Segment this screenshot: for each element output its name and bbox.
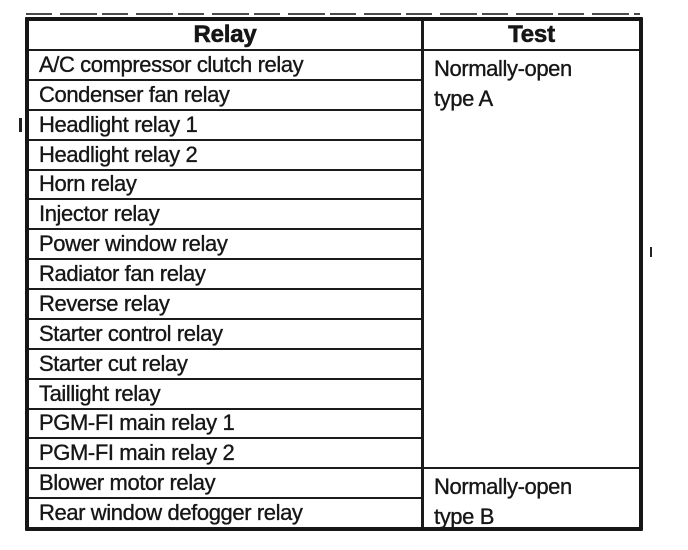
table-row-relay: PGM-FI main relay 2 <box>29 437 421 467</box>
table-row-relay: Taillight relay <box>29 377 421 408</box>
table-row-relay: Radiator fan relay <box>29 258 421 288</box>
table-row-relay: Blower motor relay <box>29 467 421 497</box>
test-type-a-line1: Normally-open <box>434 56 573 81</box>
table-row-relay: Starter cut relay <box>29 347 421 378</box>
column-header-test: Test <box>421 21 639 49</box>
table-row-relay: Injector relay <box>29 198 421 228</box>
scan-artifact <box>19 118 22 132</box>
table-row-relay: Reverse relay <box>29 288 421 318</box>
table-cell-test-type-a: Normally-open type A <box>421 49 639 468</box>
table-row-relay: Headlight relay 2 <box>29 138 421 169</box>
table-row-relay: Condenser fan relay <box>29 78 421 109</box>
relay-test-table: Relay Test A/C compressor clutch relay C… <box>25 17 643 531</box>
table-row-relay: PGM-FI main relay 1 <box>29 407 421 438</box>
table-row-relay: Horn relay <box>29 168 421 199</box>
table-row-relay: A/C compressor clutch relay <box>29 49 421 79</box>
table-row-relay: Starter control relay <box>29 317 421 348</box>
test-type-b-line2: type B <box>434 504 495 527</box>
table-row-relay: Rear window defogger relay <box>29 497 421 527</box>
table-row-relay: Power window relay <box>29 228 421 258</box>
table-row-relay: Headlight relay 1 <box>29 108 421 139</box>
test-type-b-line1: Normally-open <box>434 474 573 500</box>
scan-artifact <box>26 13 640 15</box>
test-type-a-line2: type A <box>434 86 494 111</box>
scan-artifact <box>650 247 652 257</box>
table-cell-test-type-b: Normally-open type B <box>421 467 639 527</box>
column-header-relay: Relay <box>193 21 257 48</box>
